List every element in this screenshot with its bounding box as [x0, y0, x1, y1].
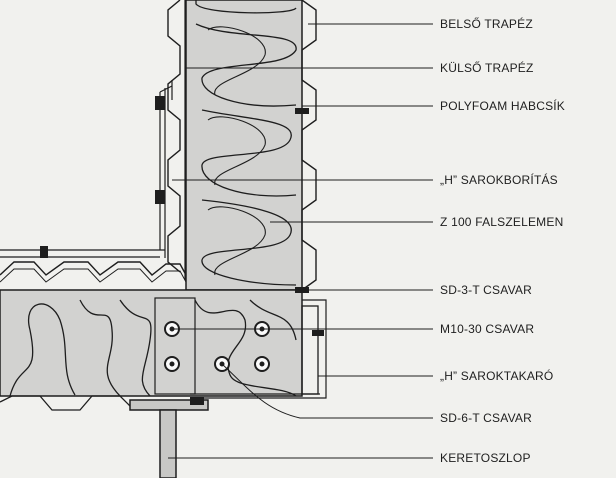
label-polyfoam-strip: POLYFOAM HABCSÍK: [440, 99, 566, 113]
inner-trapezoid-sheet: [167, 0, 181, 273]
label-z100-rail: Z 100 FALSZELEMEN: [440, 215, 564, 229]
label-sd3t-screw: SD-3-T CSAVAR: [440, 283, 532, 297]
label-h-corner-cap: „H” SAROKTAKARÓ: [440, 369, 554, 383]
horizontal-corrugated-sheet: [0, 261, 187, 276]
label-frame-column: KERETOSZLOP: [440, 451, 531, 465]
bolt-plate: [154, 297, 196, 395]
label-sd6t-screw: SD-6-T CSAVAR: [440, 411, 532, 425]
frame-column-web: [159, 409, 177, 478]
outer-trapezoid-sheet-right: [301, 0, 317, 291]
label-outer-trapezoid: KÜLSŐ TRAPÉZ: [440, 61, 534, 75]
vertical-panel-insulation-wave-2: [207, 26, 266, 276]
leader-lines: [168, 23, 433, 459]
horizontal-panel-insulation-wave: [9, 299, 297, 397]
label-inner-trapezoid: BELSŐ TRAPÉZ: [440, 17, 533, 31]
horizontal-corrugated-sheet-2: [0, 268, 187, 283]
h-corner-covering-horizontal: [0, 85, 173, 258]
label-m10-30-bolt: M10-30 CSAVAR: [440, 322, 535, 336]
h-corner-covering-vertical: [159, 0, 186, 280]
outer-trapezoid-sheet-bottom: [0, 395, 131, 411]
screws: [40, 96, 324, 405]
h-corner-cap-plate: [301, 305, 319, 395]
vertical-panel-insulation-wave: [195, 0, 297, 286]
label-h-corner-covering: „H” SAROKBORÍTÁS: [440, 173, 558, 187]
